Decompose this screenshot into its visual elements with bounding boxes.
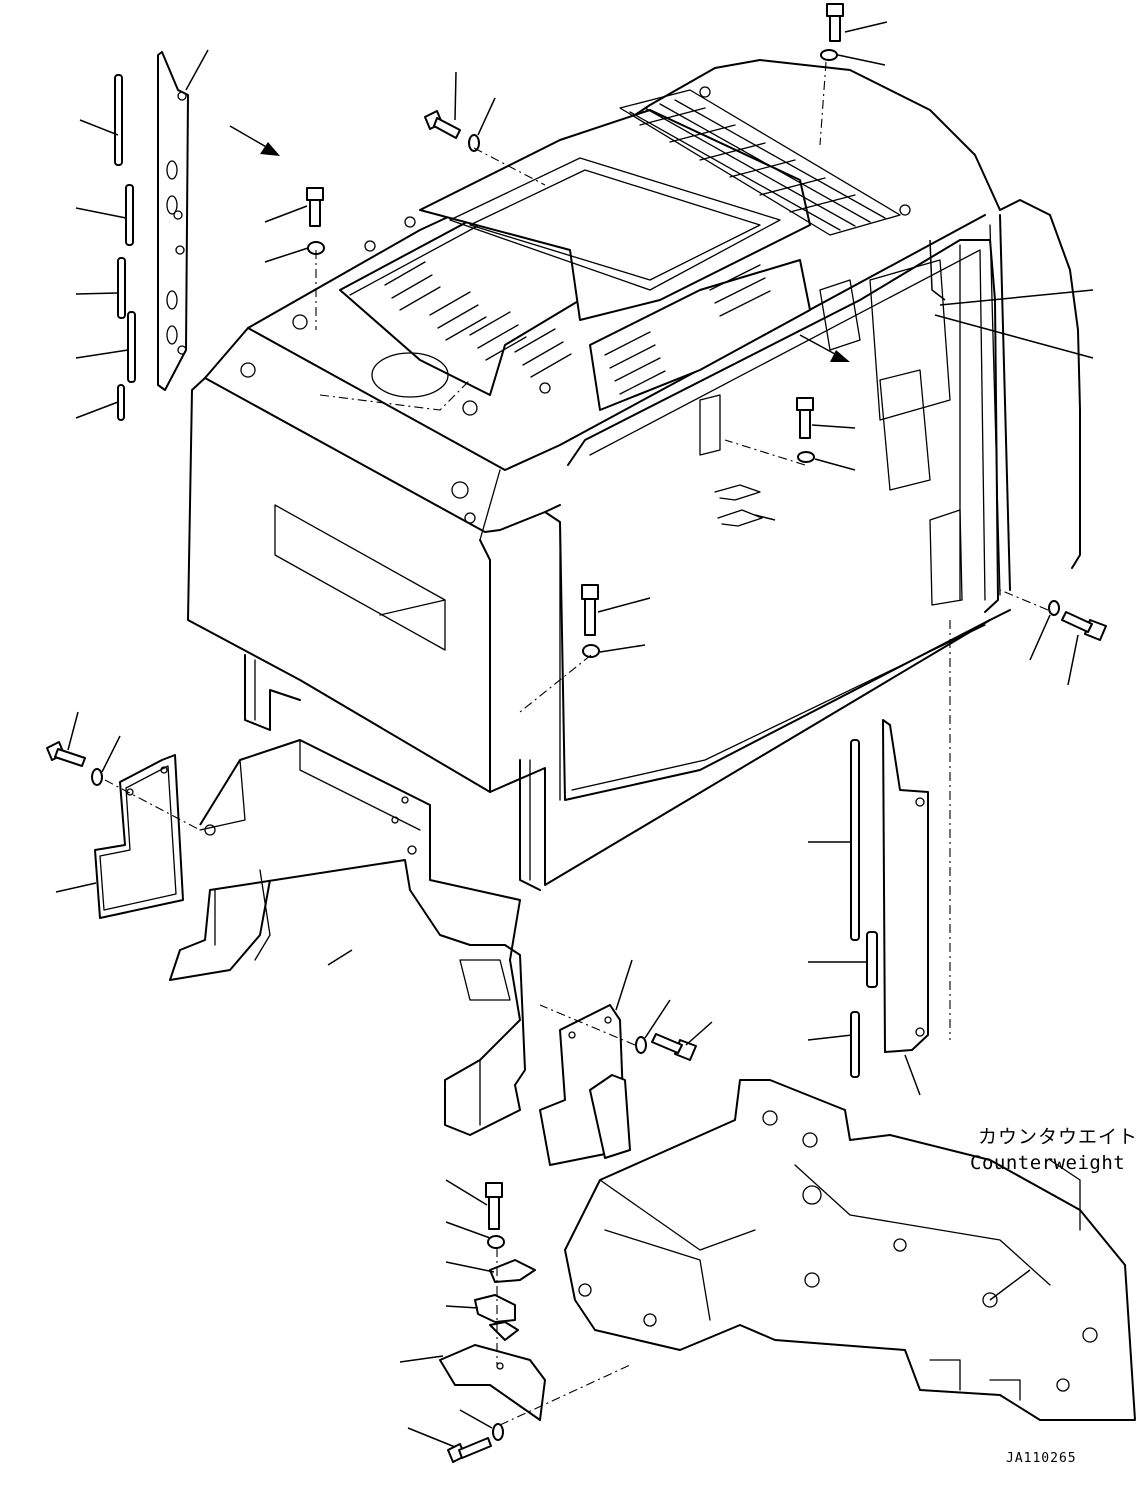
vent-slots-left — [384, 261, 572, 378]
counterweight-leader — [989, 1269, 1031, 1301]
hardware-bolts — [46, 3, 1107, 1463]
drawing-number: JA110265 — [1006, 1451, 1077, 1466]
support-bracket — [169, 739, 526, 1136]
roof-bolt-heads — [240, 86, 911, 524]
bolt-upper-left — [306, 187, 324, 227]
bolt-middle — [796, 397, 814, 439]
seal-strips-right — [850, 719, 929, 1078]
grille-mesh — [619, 89, 901, 236]
u-clips — [714, 484, 763, 527]
bottom-bracket-stack — [439, 1259, 546, 1421]
bolt-top-right — [826, 3, 844, 42]
direction-arrows — [229, 125, 850, 362]
engine-hood-assembly — [187, 59, 1081, 891]
vent-slots-right — [604, 264, 771, 395]
assembly-lines — [104, 61, 1049, 1426]
counterweight-label-japanese: カウンタウエイト — [978, 1126, 1139, 1148]
bolt-center-left — [581, 584, 599, 636]
cover-plate-left — [94, 754, 184, 919]
leader-lines — [55, 21, 1094, 1448]
bolt-bottom-stack — [485, 1182, 503, 1230]
cover-plate-center — [539, 1004, 631, 1166]
counterweight — [564, 1079, 1136, 1421]
seal-strips-upper-left — [114, 51, 189, 421]
counterweight-label-english: Counterweight — [970, 1152, 1126, 1174]
